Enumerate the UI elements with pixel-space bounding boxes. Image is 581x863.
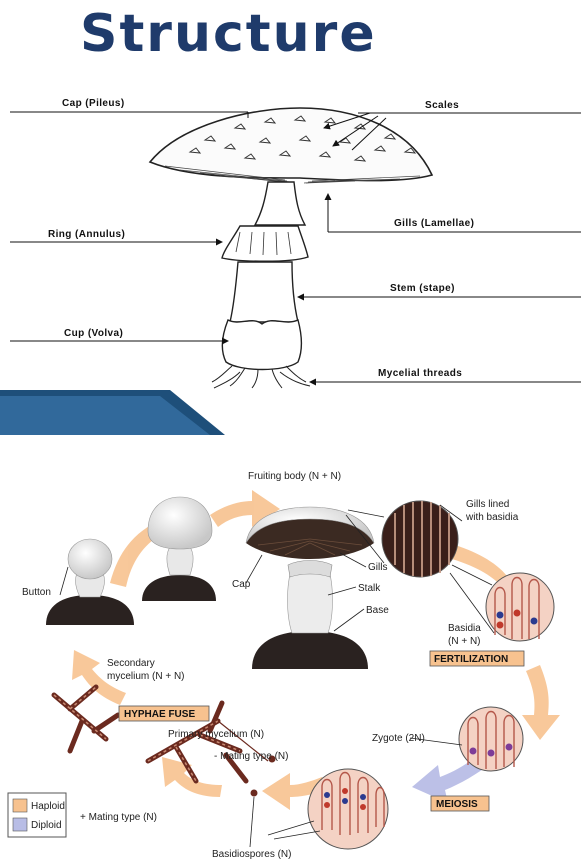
label-base: Base (366, 605, 389, 616)
label-secondary-1: Secondary (107, 658, 155, 669)
legend-swatch-haploid (13, 799, 27, 812)
label-cap-pileus: Cap (Pileus) (62, 98, 125, 109)
label-gills: Gills (368, 562, 387, 573)
legend-swatch-diploid (13, 818, 27, 831)
label-gills-lined-1: Gills lined (466, 499, 509, 510)
ring-shape (222, 226, 308, 261)
cap-shape (150, 108, 432, 181)
mushroom-life-cycle-diagram: Haploid Diploid Fruiting body (N + N) Gi… (0, 435, 581, 863)
label-basidia-2: (N + N) (448, 636, 481, 647)
label-cap: Cap (232, 579, 251, 590)
label-mating-type-minus: - Mating type (N) (214, 751, 288, 762)
label-secondary-2: mycelium (N + N) (107, 671, 185, 682)
label-ring-annulus: Ring (Annulus) (48, 229, 125, 240)
label-cup-volva: Cup (Volva) (64, 328, 123, 339)
upper-stem (255, 182, 305, 225)
label-mycelial-threads: Mycelial threads (378, 368, 462, 379)
label-zygote: Zygote (2N) (372, 733, 425, 744)
label-stalk: Stalk (358, 583, 381, 594)
label-button: Button (22, 587, 51, 598)
label-basidiospores: Basidiospores (N) (212, 849, 291, 860)
label-stem-stape: Stem (stape) (390, 283, 455, 294)
lower-stem (230, 262, 298, 322)
legend-label-haploid: Haploid (31, 801, 65, 812)
label-gills-lined-2: with basidia (465, 512, 519, 523)
zygote-closeup (459, 707, 523, 771)
label-primary-mycelium: Primary mycelium (N) (168, 729, 264, 740)
label-scales: Scales (425, 100, 459, 111)
label-fruiting-body: Fruiting body (N + N) (248, 471, 341, 482)
basidiospore-plus (251, 790, 258, 797)
mushroom-structure-diagram: Cap (Pileus) Scales Ring (Annulus) Gills… (0, 0, 581, 435)
volva-shape (222, 320, 301, 370)
fruiting-body-mushroom (246, 507, 374, 669)
label-meiosis: MEIOSIS (436, 799, 478, 810)
label-hyphae-fuse: HYPHAE FUSE (124, 709, 195, 720)
label-gills-lamellae: Gills (Lamellae) (394, 218, 474, 229)
legend-label-diploid: Diploid (31, 820, 62, 831)
label-basidia-1: Basidia (448, 623, 481, 634)
young-mushroom (142, 497, 216, 601)
label-fertilization: FERTILIZATION (434, 654, 508, 665)
legend: Haploid Diploid (8, 793, 66, 837)
label-mating-type-plus: + Mating type (N) (80, 812, 157, 823)
